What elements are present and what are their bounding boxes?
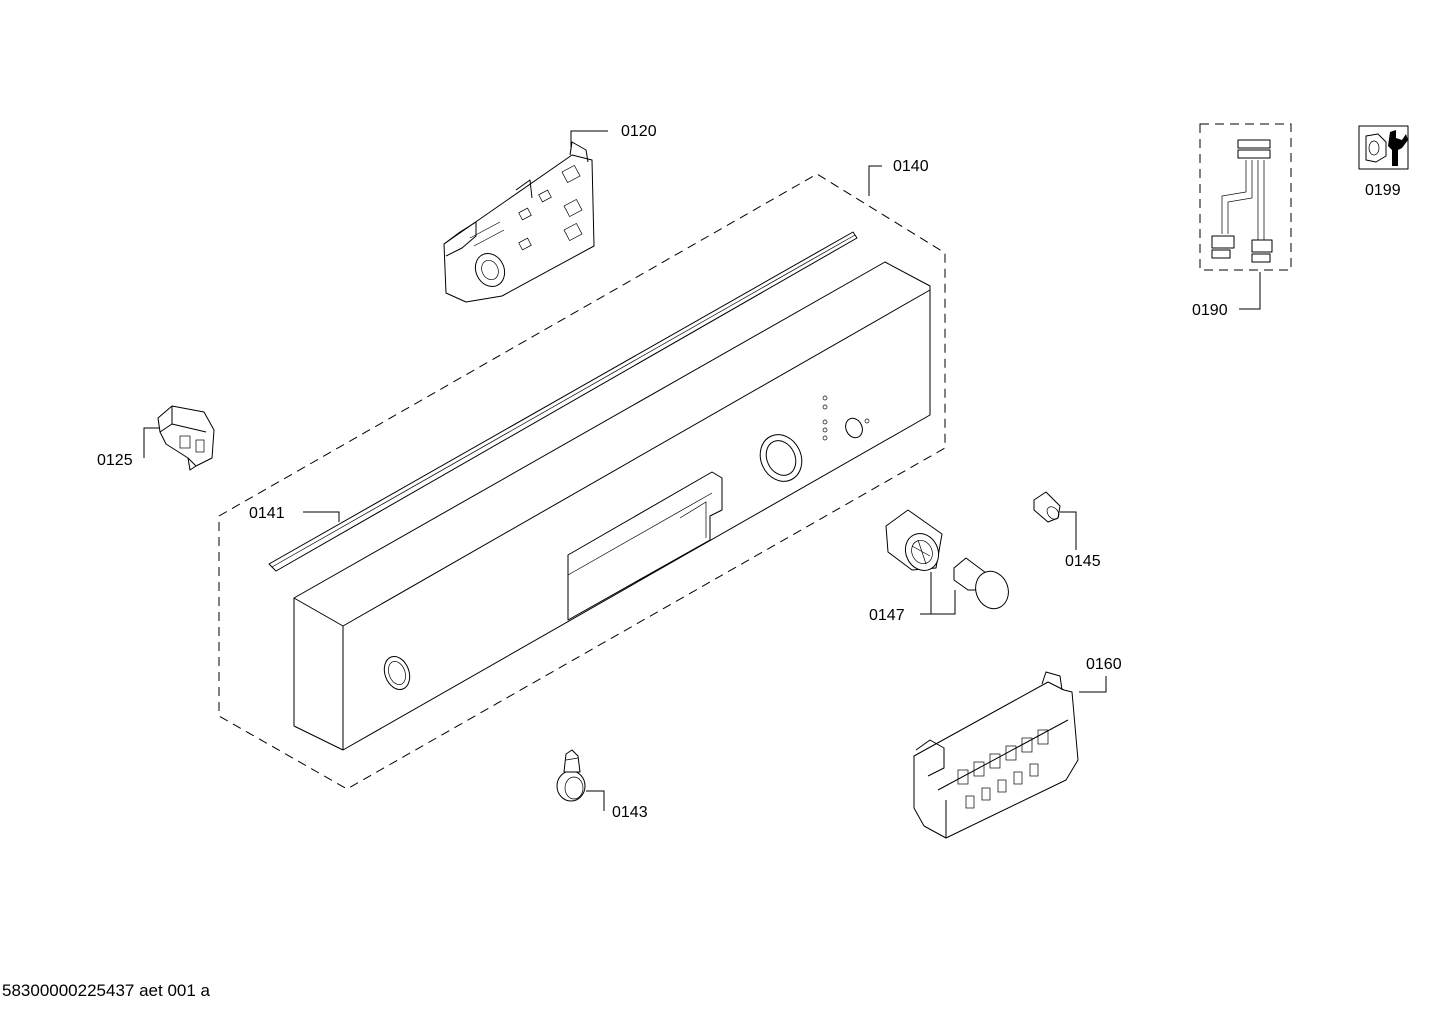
- label-0145: 0145: [1065, 553, 1101, 570]
- leader-0140: [868, 165, 882, 196]
- label-0120: 0120: [621, 123, 657, 140]
- label-0140: 0140: [893, 158, 929, 175]
- part-0190-wiring-harness[interactable]: [1199, 123, 1292, 271]
- label-0143: 0143: [612, 804, 648, 821]
- part-0125-clip-holder[interactable]: [157, 405, 215, 471]
- leader-0143: [586, 790, 605, 811]
- wrench-nut-icon: [1358, 125, 1409, 170]
- leader-0125: [143, 427, 160, 458]
- part-0145-small-cap[interactable]: [1033, 491, 1061, 523]
- label-0199: 0199: [1365, 182, 1401, 199]
- part-0143-push-button[interactable]: [556, 749, 586, 802]
- leader-0160: [1079, 676, 1107, 693]
- leader-0120: [570, 130, 608, 150]
- drawing-code: 58300000225437 aet 001 a: [2, 981, 210, 1000]
- label-0141: 0141: [249, 505, 285, 522]
- part-0140-control-panel[interactable]: [293, 261, 931, 751]
- label-0147: 0147: [869, 607, 905, 624]
- label-0190: 0190: [1192, 302, 1228, 319]
- label-0125: 0125: [97, 452, 133, 469]
- leader-0190: [1239, 272, 1261, 310]
- leader-0141: [303, 511, 340, 522]
- label-0160: 0160: [1086, 656, 1122, 673]
- leader-0145: [1060, 511, 1077, 550]
- part-0141-seal-strip[interactable]: [268, 231, 858, 572]
- part-0147-knob-assembly[interactable]: [885, 509, 1014, 613]
- part-0160-connector-bracket[interactable]: [913, 671, 1079, 839]
- part-0120-control-module[interactable]: [443, 141, 595, 303]
- leader-0147: [920, 572, 956, 615]
